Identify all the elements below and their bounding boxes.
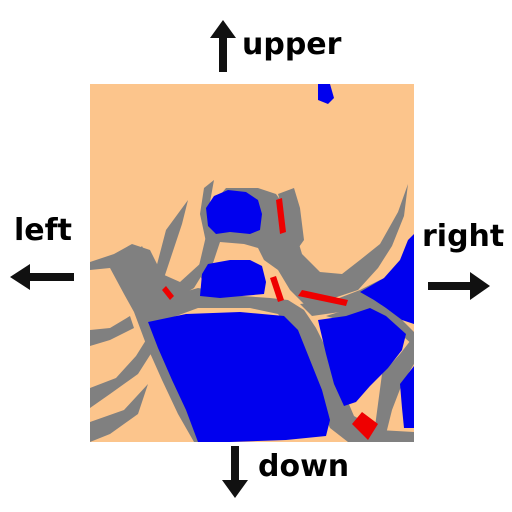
direction-label-left: left	[14, 213, 73, 248]
water-bodies	[148, 190, 414, 442]
arrow-down-icon	[222, 446, 248, 498]
arrow-right-icon	[428, 272, 490, 300]
arrow-up-icon	[210, 20, 236, 72]
arrow-left-icon	[10, 264, 74, 290]
map-canvas	[90, 84, 414, 442]
direction-label-right: right	[422, 219, 505, 254]
direction-label-down: down	[258, 449, 350, 484]
direction-label-upper: upper	[242, 27, 342, 62]
water-pond-top	[318, 84, 334, 104]
highlighted-segments	[162, 198, 378, 440]
